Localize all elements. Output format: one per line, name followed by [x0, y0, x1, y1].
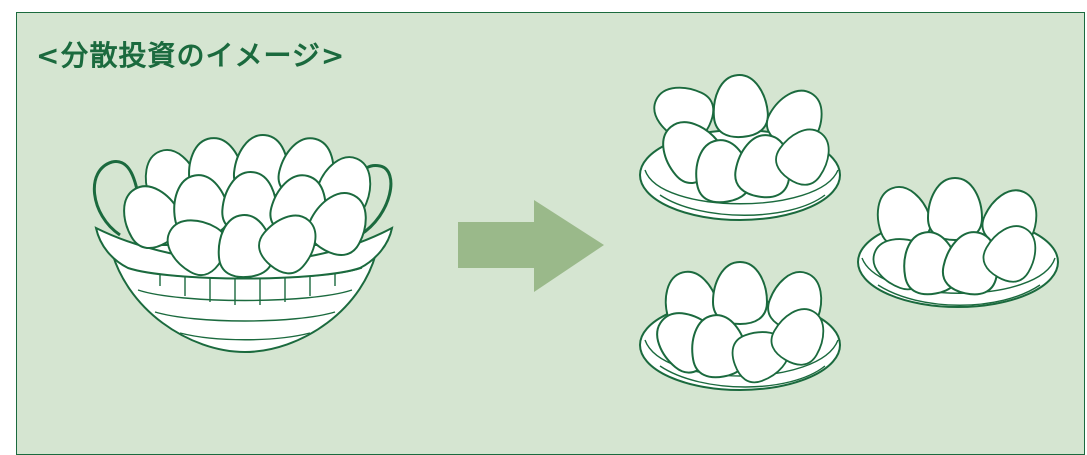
large-basket-of-eggs-icon: [94, 132, 392, 352]
small-basket-bottom-icon: [640, 262, 840, 390]
small-basket-right-icon: [858, 178, 1058, 307]
small-basket-top-icon: [640, 73, 840, 220]
right-arrow-icon: [458, 200, 604, 292]
